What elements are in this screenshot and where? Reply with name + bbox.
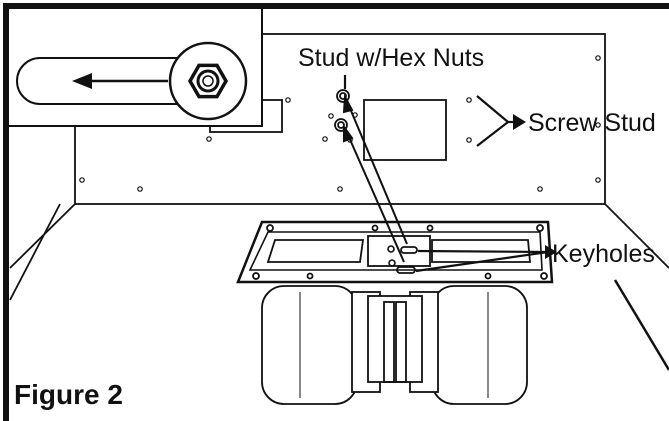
stud-hex-nut-lower [334, 118, 348, 132]
keyhole-upper [400, 246, 418, 254]
stud-hex-nut-upper [336, 89, 350, 103]
keyhole-lower [396, 266, 416, 274]
label-keyholes: Keyholes [552, 240, 655, 268]
panel-holes [79, 55, 601, 192]
label-screw-stud: Screw Stud [528, 109, 656, 137]
blower-assembly [236, 220, 554, 405]
inset-detail [7, 7, 263, 127]
flange-studs [387, 245, 396, 267]
keyholes-arrowhead [545, 245, 557, 259]
direction-arrow-icon [72, 73, 168, 89]
alignment-arrows [342, 93, 408, 263]
hex-nut-icon [168, 41, 248, 121]
label-stud-hex-nuts: Stud w/Hex Nuts [298, 44, 484, 72]
figure-title: Figure 2 [14, 379, 123, 410]
callout-leaders [343, 75, 549, 273]
screw-stud-arrowhead [513, 114, 526, 130]
outer-frame [3, 3, 669, 421]
